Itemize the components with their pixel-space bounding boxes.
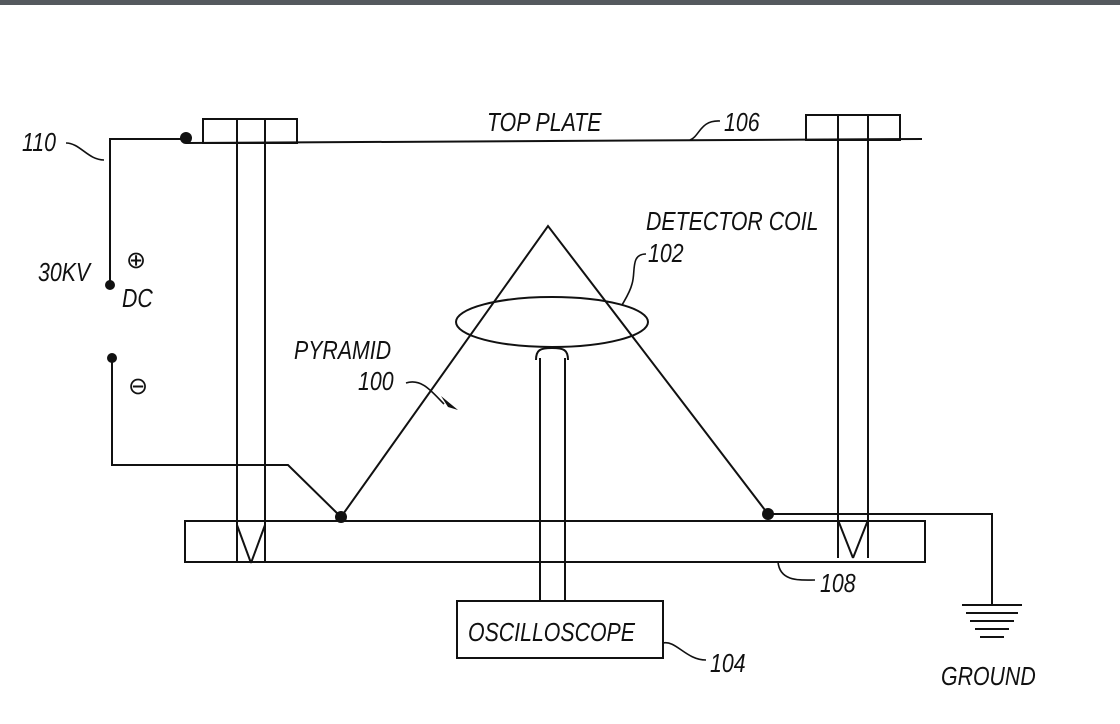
positive-wire xyxy=(109,138,186,282)
detector-coil-ref: 102 xyxy=(648,239,684,269)
pyramid-leader-arrow xyxy=(441,396,458,410)
negative-wire xyxy=(111,358,342,518)
bottom-plate xyxy=(184,520,926,563)
left-bolt xyxy=(202,118,298,564)
top-plate-ref: 106 xyxy=(724,108,760,138)
pyramid-leader xyxy=(405,381,445,405)
detector-coil-leader xyxy=(621,253,647,306)
pyramid-outline xyxy=(340,224,769,518)
oscilloscope-leader xyxy=(662,642,707,661)
dc-label: DC xyxy=(122,284,154,314)
bottom-plate-leader xyxy=(777,561,816,581)
detector-coil xyxy=(455,296,649,348)
negative-symbol: ⊖ xyxy=(128,373,148,400)
positive-symbol: ⊕ xyxy=(126,247,146,274)
top-plate-label: TOP PLATE xyxy=(487,108,603,138)
oscilloscope-box xyxy=(456,600,664,659)
positive-terminal xyxy=(105,280,115,290)
pyramid-label: PYRAMID xyxy=(294,336,391,366)
detector-coil-label: DETECTOR COIL xyxy=(646,207,818,237)
window-top-bar xyxy=(0,0,1120,5)
probe-cap xyxy=(535,346,569,361)
top-plate-leader xyxy=(689,120,721,141)
top-plate-line xyxy=(185,138,923,144)
supply-ref: 110 xyxy=(22,128,57,158)
ground-label: GROUND xyxy=(941,662,1036,692)
ground-symbol xyxy=(962,604,1022,638)
oscilloscope-label: OSCILLOSCOPE xyxy=(468,618,636,648)
voltage-label: 30KV xyxy=(38,258,92,288)
ground-wire xyxy=(768,513,993,604)
top-plate-terminal xyxy=(180,132,192,144)
pyramid-ref: 100 xyxy=(358,367,394,397)
oscilloscope-ref: 104 xyxy=(710,649,746,679)
supply-leader xyxy=(65,142,105,161)
bottom-plate-ref: 108 xyxy=(820,569,856,599)
right-bolt xyxy=(805,114,901,559)
